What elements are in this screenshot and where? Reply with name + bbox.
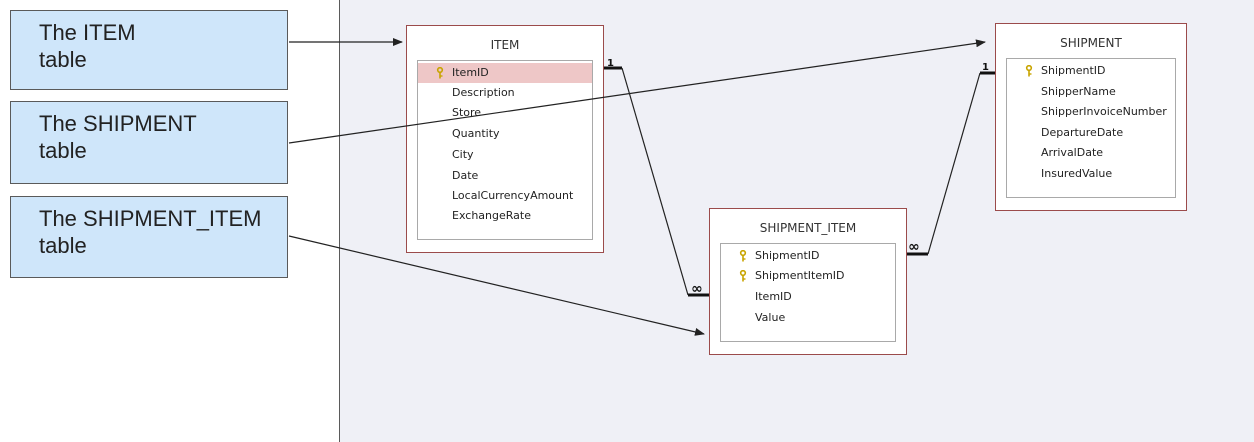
field-label: ItemID — [452, 66, 489, 79]
table-title-shipment: SHIPMENT — [1060, 36, 1122, 50]
field-store[interactable]: Store — [452, 106, 482, 119]
callout-shipment-table: The SHIPMENT table — [10, 101, 288, 184]
field-list-shipment-item[interactable]: ShipmentID ShipmentItemID ItemID Value — [720, 243, 896, 342]
primary-key-icon — [739, 250, 747, 262]
relationship-shipment-shipment-item[interactable] — [907, 71, 995, 256]
field-city[interactable]: City — [452, 148, 474, 161]
field-departuredate[interactable]: DepartureDate — [1041, 126, 1124, 139]
field-description[interactable]: Description — [452, 86, 515, 99]
field-shipmentid[interactable]: ShipmentID — [1007, 61, 1175, 81]
field-shippername[interactable]: ShipperName — [1041, 85, 1116, 98]
field-localcurrencyamount[interactable]: LocalCurrencyAmount — [452, 189, 574, 202]
field-exchangerate[interactable]: ExchangeRate — [452, 209, 531, 222]
field-arrivaldate[interactable]: ArrivalDate — [1041, 146, 1104, 159]
field-value[interactable]: Value — [755, 311, 786, 324]
table-item[interactable]: ITEM ItemID Description Store Quantity C… — [406, 25, 604, 253]
table-shipment[interactable]: SHIPMENT ShipmentID ShipperName ShipperI… — [995, 23, 1187, 211]
relationships-canvas[interactable]: ITEM ItemID Description Store Quantity C… — [339, 0, 1254, 442]
field-list-item[interactable]: ItemID Description Store Quantity City D… — [417, 60, 593, 240]
table-shipment-item[interactable]: SHIPMENT_ITEM ShipmentID ShipmentItemID … — [709, 208, 907, 355]
callout-item-table: The ITEM table — [10, 10, 288, 90]
field-shipmentid-key[interactable]: ShipmentID — [721, 246, 895, 266]
field-itemid[interactable]: ItemID — [418, 63, 592, 83]
field-list-shipment[interactable]: ShipmentID ShipperName ShipperInvoiceNum… — [1006, 58, 1176, 198]
one-marker-shipment: 1 — [982, 62, 989, 73]
field-label: ShipmentID — [1041, 64, 1106, 77]
field-label: ShipmentID — [755, 249, 820, 262]
field-label: ShipmentItemID — [755, 269, 845, 282]
field-shipperinvoicenumber[interactable]: ShipperInvoiceNumber — [1041, 105, 1167, 118]
table-title-item: ITEM — [490, 38, 520, 52]
primary-key-icon — [1025, 65, 1033, 77]
field-shipmentitemid[interactable]: ShipmentItemID — [721, 266, 895, 286]
primary-key-icon — [436, 67, 444, 79]
primary-key-icon — [739, 270, 747, 282]
callout-shipment-item-table: The SHIPMENT_ITEM table — [10, 196, 288, 278]
field-quantity[interactable]: Quantity — [452, 127, 500, 140]
relationship-item-shipment-item[interactable] — [604, 66, 709, 297]
field-date[interactable]: Date — [452, 169, 479, 182]
field-insuredvalue[interactable]: InsuredValue — [1041, 167, 1113, 180]
field-itemid-fk[interactable]: ItemID — [755, 290, 792, 303]
table-title-shipment-item: SHIPMENT_ITEM — [759, 221, 857, 235]
